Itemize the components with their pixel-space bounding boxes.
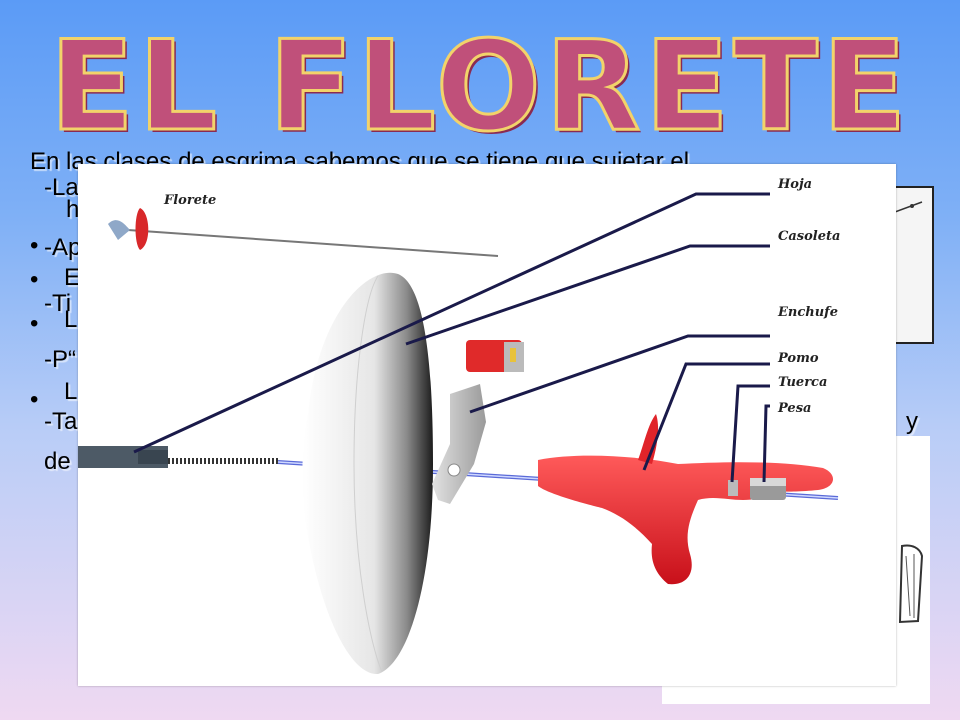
text-line-8: -P“ bbox=[44, 346, 76, 373]
bullet-3: • bbox=[30, 310, 39, 337]
inset-foil: Florete bbox=[108, 193, 499, 257]
text-line-3: h bbox=[66, 196, 80, 223]
text-line-10: -Ta bbox=[44, 408, 78, 435]
bullet-1: • bbox=[30, 232, 39, 259]
text-line-5: E bbox=[64, 264, 81, 291]
text-line-6: -Ti bbox=[44, 290, 72, 317]
text-line-12: de bbox=[44, 448, 71, 475]
bullet-4: • bbox=[30, 386, 39, 413]
bullet-2: • bbox=[30, 266, 39, 293]
text-line-2: -La bbox=[44, 174, 79, 201]
label-casoleta: Casoleta bbox=[778, 229, 840, 244]
slide-title: EL FLORETE bbox=[48, 15, 911, 159]
text-line-7: L bbox=[64, 306, 78, 333]
label-pesa: Pesa bbox=[777, 401, 811, 416]
text-line-4: -Ap bbox=[44, 234, 82, 261]
label-tuerca: Tuerca bbox=[778, 375, 827, 390]
foil-diagram: Florete Hoja bbox=[78, 164, 896, 686]
label-pomo: Pomo bbox=[777, 351, 819, 366]
label-hoja: Hoja bbox=[777, 177, 812, 192]
text-line-11: y bbox=[906, 408, 918, 435]
inset-label: Florete bbox=[163, 193, 216, 208]
label-enchufe: Enchufe bbox=[777, 305, 838, 320]
text-line-9: L bbox=[64, 378, 78, 405]
